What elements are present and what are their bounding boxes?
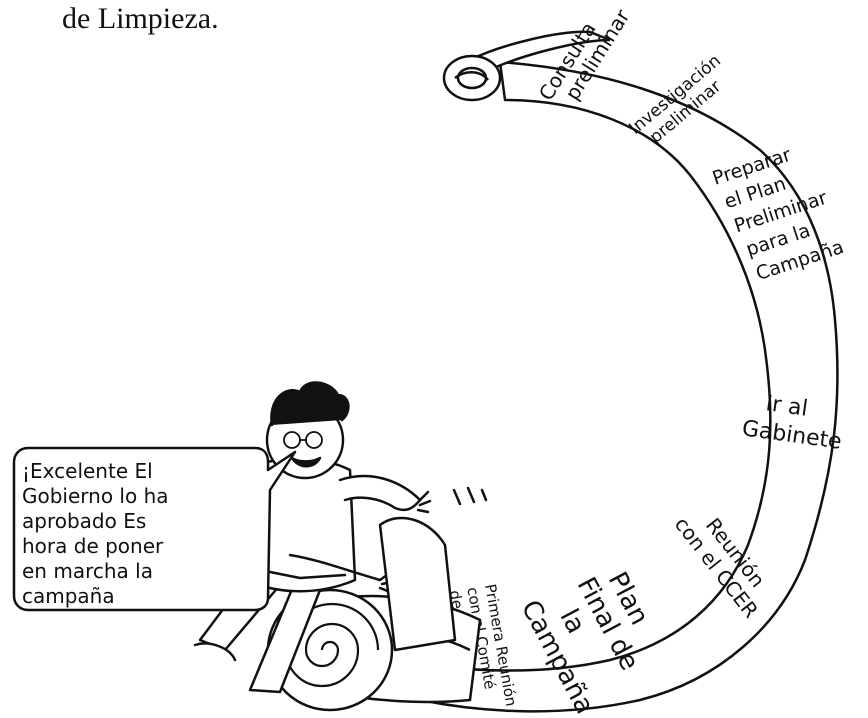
- bubble-line-5: en marcha la: [22, 559, 153, 583]
- step-4-line-1: Ir al: [764, 391, 809, 422]
- bubble-line-1: ¡Excelente El: [22, 459, 153, 483]
- speech-bubble-outline: [12, 446, 297, 612]
- bubble-line-2: Gobierno lo ha: [22, 484, 169, 508]
- bubble-line-3: aprobado Es: [22, 509, 146, 533]
- speech-bubble: ¡Excelente El Gobierno lo ha aprobado Es…: [12, 446, 297, 612]
- bubble-line-6: campaña: [22, 584, 115, 608]
- bubble-line-4: hora de poner: [22, 534, 164, 558]
- caption-fragment: de Limpieza.: [62, 2, 219, 35]
- svg-text:¡Excelente El Gobierno l: ¡Excelente El Gobierno lo ha aprobado Es…: [22, 459, 175, 608]
- scroll-top-roll: [442, 30, 611, 102]
